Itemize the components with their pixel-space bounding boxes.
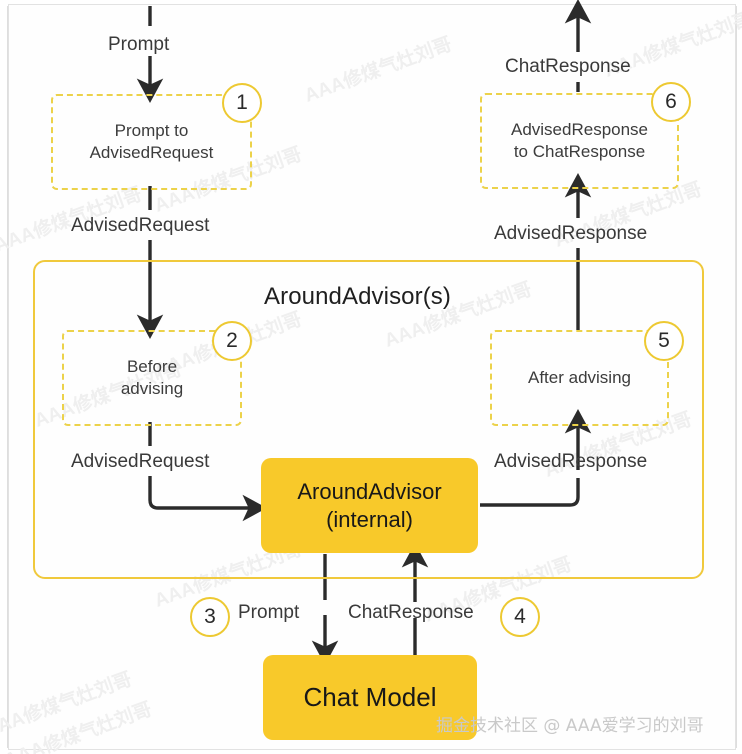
step-circle-4: 4 [500,597,540,637]
edge-label-advised-request-1: AdvisedRequest [71,215,210,236]
step-box-2-label: Before advising [120,356,184,398]
edge-label-advised-request-2: AdvisedRequest [71,451,210,472]
step-box-5: After advising [490,330,669,426]
step-box-6: AdvisedResponse to ChatResponse [480,93,679,189]
background-watermark: AAA修煤气灶刘哥 [0,668,135,742]
step-box-5-label: After advising [528,367,631,387]
edge-label-chat-response-out: ChatResponse [505,56,631,77]
around-advisors-container [33,260,704,579]
node-chat-model-label: Chat Model [303,682,437,713]
edge-label-advised-response-1: AdvisedResponse [494,451,648,472]
step-circle-3: 3 [190,597,230,637]
credit-watermark: 掘金技术社区 @ AAA爱学习的刘哥 [436,716,704,736]
step-circle-2: 2 [212,321,252,361]
edge-label-advised-response-2: AdvisedResponse [494,223,648,244]
step-circle-5: 5 [644,321,684,361]
step-box-6-label: AdvisedResponse to ChatResponse [510,119,649,161]
node-around-advisor-internal: AroundAdvisor (internal) [261,458,478,553]
node-chat-model: Chat Model [263,655,477,740]
step-circle-1: 1 [222,83,262,123]
edge-label-prompt-in: Prompt [108,34,170,55]
step-box-2: Before advising [62,330,242,426]
step-box-1-label: Prompt to AdvisedRequest [89,120,214,162]
step-box-1: Prompt to AdvisedRequest [51,94,252,190]
step-circle-6: 6 [651,82,691,122]
edge-label-chat-response-from-model: ChatResponse [348,602,474,623]
node-around-advisor-internal-label: AroundAdvisor (internal) [297,479,442,532]
background-watermark: AAA修煤气灶刘哥 [301,33,455,107]
edge-label-prompt-to-model: Prompt [238,602,300,623]
background-watermark: AAA修煤气灶刘哥 [1,698,155,754]
around-advisors-title: AroundAdvisor(s) [264,283,452,310]
